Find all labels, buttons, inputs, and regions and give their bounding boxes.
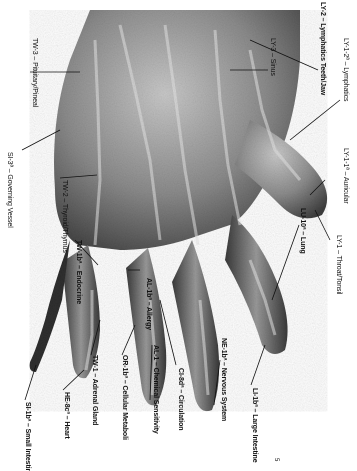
label-he8: HE-8cª – Heart — [62, 392, 70, 439]
label-tw2: TW-2 – Thyroid/Thymus — [60, 180, 68, 253]
label-tw3: TW-3 – Pituitary/Pineal — [30, 38, 38, 107]
label-ly1: LY-1 – Throat/Tonsil — [334, 235, 342, 294]
label-tw1: TW-1 – Adrenal Gland — [90, 355, 98, 425]
label-si3: SI-3ª – Governing Vessel — [5, 152, 13, 228]
label-ci8: CI-8dª – Circulation — [176, 368, 184, 430]
label-al1b: AL-1bª – Allergy — [144, 278, 152, 330]
label-li1b: LI-1bª – Large Intestine — [250, 388, 258, 462]
label-lu10: LU-10ª – Lung — [298, 208, 306, 254]
page-mark: 5 — [272, 458, 280, 461]
label-ly2: LY-2 – Lymphatics Teeth/Jaw — [318, 2, 326, 95]
label-or1b: OR-1bª – Cellular Metaboli — [120, 355, 128, 440]
label-al1: AL-1 – Chemical Sensitivity — [151, 345, 159, 434]
label-ly11: LY-1-1ª – Auricular — [341, 148, 349, 204]
label-ly12: LY-1-2ª – Lymphatics — [341, 38, 349, 101]
label-ne1b: NE-1bª – Nervous System — [219, 338, 227, 421]
label-si1b: SI-1bª – Small Intestine — [23, 402, 31, 471]
hand-shape — [30, 10, 328, 411]
label-ly3: LY-3 – Sinus — [268, 38, 276, 76]
label-tw1b: TW-1bª – Endocrine — [74, 240, 82, 304]
